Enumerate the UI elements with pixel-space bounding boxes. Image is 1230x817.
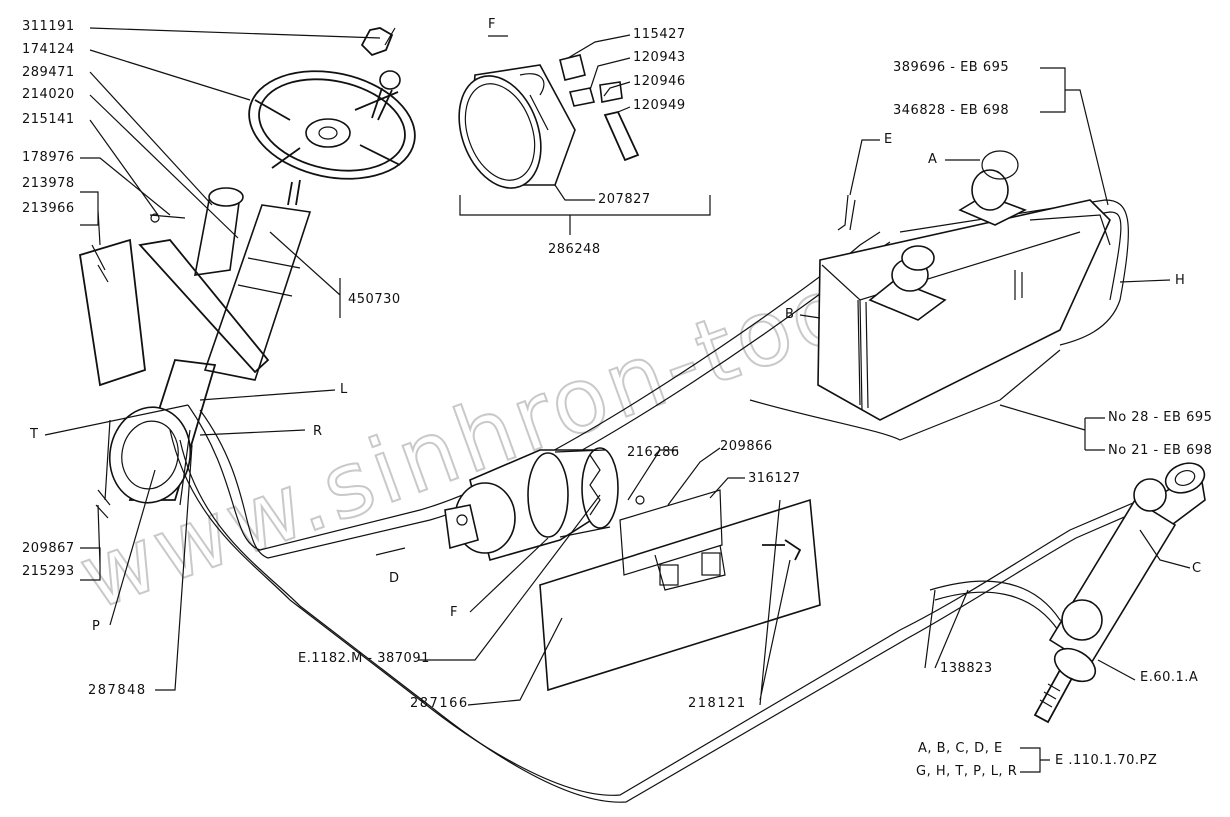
reservoir-tank [817,150,1111,421]
label-215141: 215141 [22,112,75,127]
steering-wheel [248,27,416,180]
label-D: D [389,571,400,586]
label-218121: 218121 [688,696,747,711]
label-215293: 215293 [22,564,75,579]
label-E601A: E.60.1.A [1140,670,1199,685]
label-316127: 316127 [748,471,801,486]
label-138823: 138823 [940,661,993,676]
label-115427: 115427 [633,27,686,42]
label-120949: 120949 [633,98,686,113]
label-E1182: E.1182.M - 387091 [298,651,430,666]
label-174124: 174124 [22,42,75,57]
label-C: C [1192,561,1202,576]
label-209867: 209867 [22,541,75,556]
label-No21: No 21 - EB 698 [1108,443,1213,458]
label-216286: 216286 [627,445,680,460]
label-289471: 289471 [22,65,75,80]
label-209866: 209866 [720,439,773,454]
label-213978: 213978 [22,176,75,191]
label-F-detail: F [488,17,496,32]
label-286248: 286248 [548,242,601,257]
legend-line-2: G, H, T, P, L, R [916,764,1018,779]
label-287848: 287848 [88,683,147,698]
label-178976: 178976 [22,150,75,165]
label-H: H [1175,273,1186,288]
label-311191: 311191 [22,19,75,34]
leader-lines [44,27,1191,773]
label-E: E [884,132,893,147]
label-R: R [313,424,323,439]
label-207827: 207827 [598,192,651,207]
label-P: P [92,619,101,634]
label-120946: 120946 [633,74,686,89]
label-L: L [340,382,348,397]
label-450730: 450730 [348,292,401,307]
label-No28: No 28 - EB 695 [1108,410,1213,425]
mounting-panel [539,489,821,692]
label-213966: 213966 [22,201,75,216]
clamp-detail [458,35,711,235]
steering-column [78,179,312,519]
label-346828: 346828 - EB 698 [893,103,1010,118]
label-287166: 287166 [410,696,469,711]
label-A: A [928,152,938,167]
pump-assembly [444,447,619,561]
legend-line-1: A, B, C, D, E [918,741,1003,756]
label-214020: 214020 [22,87,75,102]
label-B: B [785,307,795,322]
label-120943: 120943 [633,50,686,65]
label-T: T [30,427,39,442]
legend-reference: E .110.1.70.PZ [1055,753,1158,768]
steering-cylinder [1033,462,1206,724]
label-389696: 389696 - EB 695 [893,60,1010,75]
label-F-pump: F [450,605,458,620]
